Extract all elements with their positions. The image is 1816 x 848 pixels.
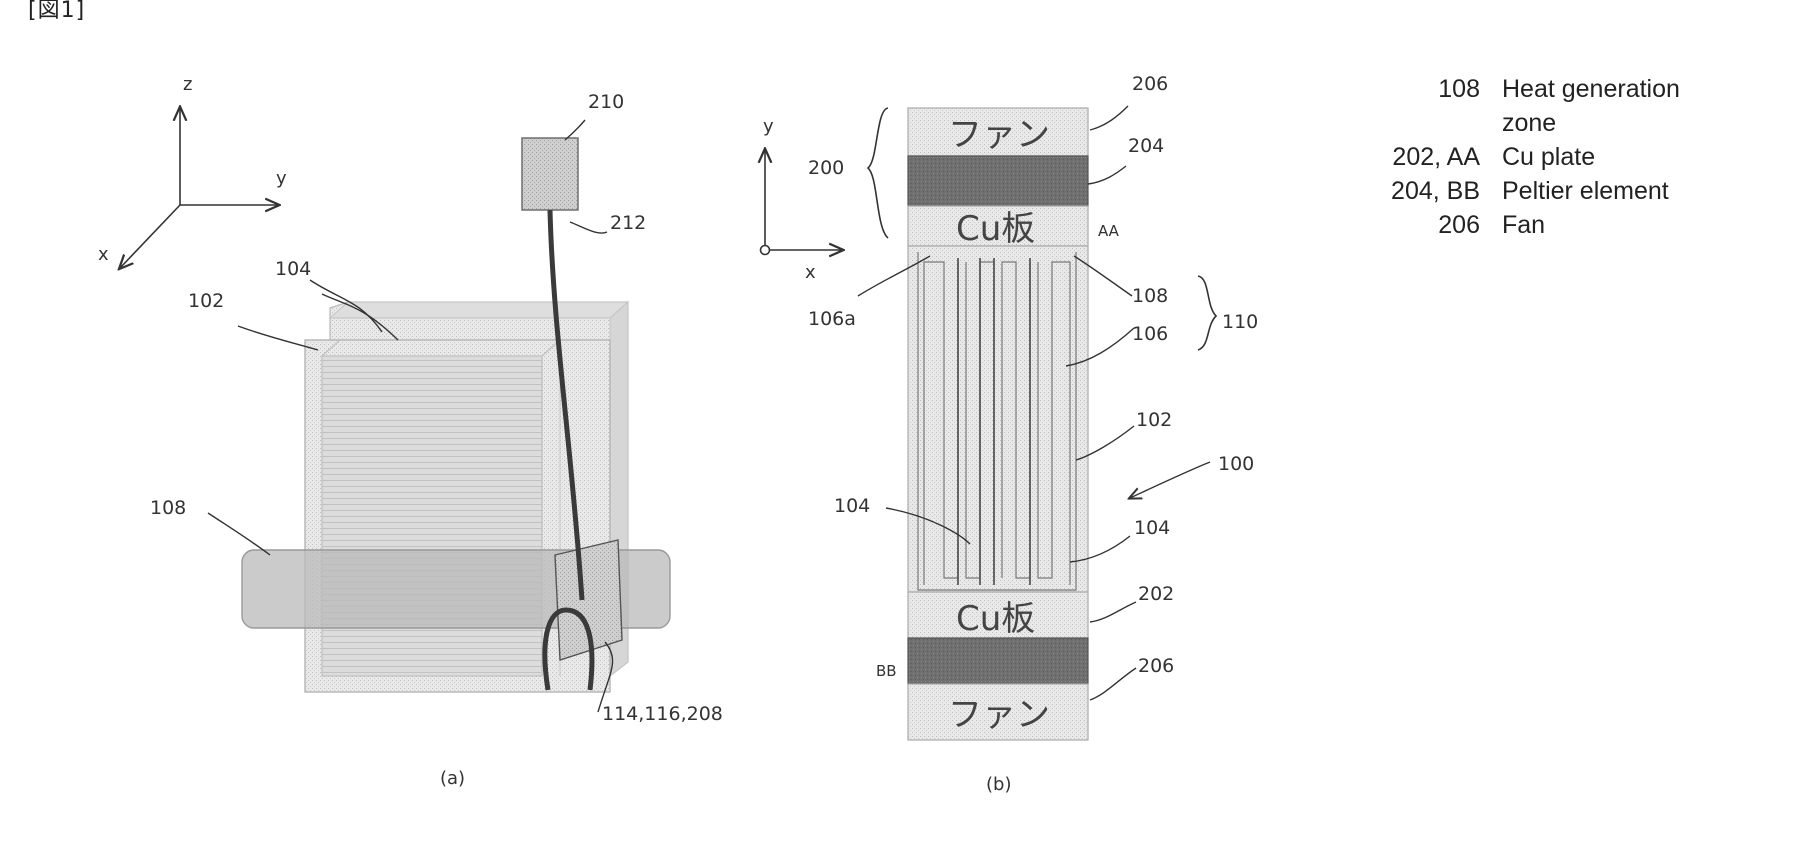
legend-row-206: 206 Fan	[1340, 208, 1712, 242]
label-100: 100	[1218, 453, 1254, 475]
label-104-left: 104	[834, 495, 870, 517]
legend-desc: Cu plate	[1502, 140, 1712, 174]
legend-code: 206	[1340, 208, 1502, 242]
label-202: 202	[1138, 583, 1174, 605]
label-206-top: 206	[1132, 73, 1168, 95]
legend-code: 202, AA	[1340, 140, 1502, 174]
legend-desc: Heat generation zone	[1502, 72, 1712, 140]
axis-y-label-b: y	[763, 116, 774, 137]
legend-row-108: 108 Heat generation zone	[1340, 72, 1712, 140]
cu-bottom-label: Cu板	[956, 599, 1035, 639]
legend-row-204: 204, BB Peltier element	[1340, 174, 1712, 208]
fan-top-label: ファン	[948, 115, 1050, 155]
component-210-box	[522, 138, 578, 210]
axis-z-label: z	[183, 74, 192, 95]
peltier-top	[908, 156, 1088, 206]
fan-bottom-label: ファン	[948, 695, 1050, 735]
label-212: 212	[610, 212, 646, 234]
label-210: 210	[588, 91, 624, 113]
label-200: 200	[808, 157, 844, 179]
caption-a: (a)	[440, 768, 465, 789]
legend-row-202: 202, AA Cu plate	[1340, 140, 1712, 174]
device-column-b	[908, 108, 1088, 740]
label-104-right: 104	[1134, 517, 1170, 539]
figure-b: y x ファン Cu板 Cu板 ファン	[761, 73, 1259, 795]
bracket-200	[868, 108, 888, 238]
label-108-b: 108	[1132, 285, 1168, 307]
legend-code: 204, BB	[1340, 174, 1502, 208]
axis-x-label-b: x	[805, 262, 816, 283]
legend: 108 Heat generation zone 202, AA Cu plat…	[1340, 72, 1712, 242]
peltier-bottom	[908, 638, 1088, 684]
caption-b: (b)	[986, 774, 1011, 795]
label-108-a: 108	[150, 497, 186, 519]
axis-y-label: y	[276, 168, 287, 189]
label-106: 106	[1132, 323, 1168, 345]
legend-desc: Peltier element	[1502, 174, 1712, 208]
label-114-116-208: 114,116,208	[602, 703, 723, 725]
label-110: 110	[1222, 311, 1258, 333]
channel-body	[908, 246, 1088, 592]
label-BB: BB	[876, 662, 897, 680]
figure-a: z y x 2	[98, 74, 723, 789]
label-104-a: 104	[275, 258, 311, 280]
cu-top-label: Cu板	[956, 209, 1035, 249]
label-206-bottom: 206	[1138, 655, 1174, 677]
legend-desc: Fan	[1502, 208, 1712, 242]
label-102-b: 102	[1136, 409, 1172, 431]
label-204: 204	[1128, 135, 1164, 157]
legend-code: 108	[1340, 72, 1502, 140]
label-AA: AA	[1098, 222, 1120, 240]
label-106a: 106a	[808, 308, 856, 330]
axes-a	[120, 108, 278, 268]
axis-x-label: x	[98, 244, 109, 265]
label-102-a: 102	[188, 290, 224, 312]
bracket-110	[1198, 276, 1216, 350]
